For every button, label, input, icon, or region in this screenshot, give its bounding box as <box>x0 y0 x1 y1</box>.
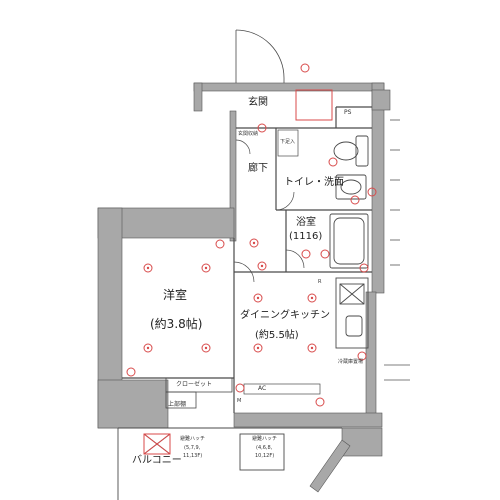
fixture-icon <box>357 351 367 361</box>
fixture-icon <box>201 263 211 273</box>
marker-m: M <box>237 398 242 404</box>
hatch-left-title: 避難ハッチ <box>180 436 206 442</box>
balcony-label: バルコニー <box>132 455 182 466</box>
wall-right-ext <box>371 89 391 111</box>
closet <box>165 377 233 393</box>
bath-label: 浴室 <box>296 217 316 228</box>
fixture-icon <box>201 343 211 353</box>
fixture-icon <box>253 343 263 353</box>
fixture-icon <box>307 343 317 353</box>
ac-label: AC <box>258 385 267 392</box>
fixture-icon <box>257 261 267 271</box>
fixture-icon <box>235 383 245 393</box>
fixture-icon <box>315 397 325 407</box>
wall-bottom <box>233 412 383 428</box>
fixture-icon <box>257 123 267 133</box>
fixture-icon <box>126 367 136 377</box>
bathtub <box>329 213 369 269</box>
hatch-left-rooms: (5,7,9, <box>184 445 201 451</box>
shoe-box-label: 下足入 <box>280 139 296 145</box>
upper-shelf-label: 上部棚 <box>168 401 187 408</box>
dk-label: ダイニングキッチン <box>240 310 330 321</box>
hatch-left-rooms2: 11,13F) <box>183 453 203 459</box>
hatch-right-rooms: (4,6,8, <box>256 445 273 451</box>
ps-label: PS <box>344 109 352 116</box>
western-room-size: (約3.8帖) <box>150 317 203 331</box>
wall-right-lower <box>365 291 377 423</box>
fixture-icon <box>143 343 153 353</box>
fixture-icon <box>359 263 369 273</box>
ac-unit <box>243 383 321 395</box>
wall-balcony-diag <box>309 439 351 493</box>
fixture-icon <box>253 293 263 303</box>
kitchen-counter <box>335 277 369 349</box>
hallway-label: 廊下 <box>248 163 268 174</box>
fixture-icon <box>215 239 225 249</box>
fixture-icon <box>249 238 259 248</box>
wall-bottom-western <box>97 379 169 429</box>
hatch-right-rooms2: 10,12F) <box>255 453 275 459</box>
wall-top-entrance <box>193 82 385 92</box>
fixture-icon <box>143 263 153 273</box>
external-stair <box>384 119 410 381</box>
fixture-icon <box>320 249 330 259</box>
fixture-icon <box>300 63 310 73</box>
marker-r: R <box>318 279 322 285</box>
entrance-storage-label: 玄関収納 <box>238 131 259 137</box>
fridge-space-label: 冷蔵庫置場 <box>338 359 364 365</box>
wall-left-hall <box>229 110 237 242</box>
toilet-wash-label: トイレ・洗面 <box>284 177 344 188</box>
shoe-box <box>277 129 299 157</box>
bath-size: (1116) <box>289 231 323 242</box>
fixture-icon <box>307 293 317 303</box>
fixture-icon <box>328 157 338 167</box>
fixture-icon <box>301 249 311 259</box>
wall-left-entrance <box>193 82 203 112</box>
toilet <box>333 135 369 167</box>
dk-size: (約5.5帖) <box>255 330 299 341</box>
western-room-label: 洋室 <box>163 288 188 302</box>
upper-shelf <box>165 391 197 409</box>
hatch-right-title: 避難ハッチ <box>252 436 278 442</box>
fixture-icon <box>350 195 360 205</box>
closet-label: クローゼット <box>176 381 213 388</box>
fixture-icon <box>367 187 377 197</box>
entrance-label: 玄関 <box>248 97 268 108</box>
wall-balcony-right <box>341 427 383 457</box>
entrance-door <box>235 29 285 83</box>
